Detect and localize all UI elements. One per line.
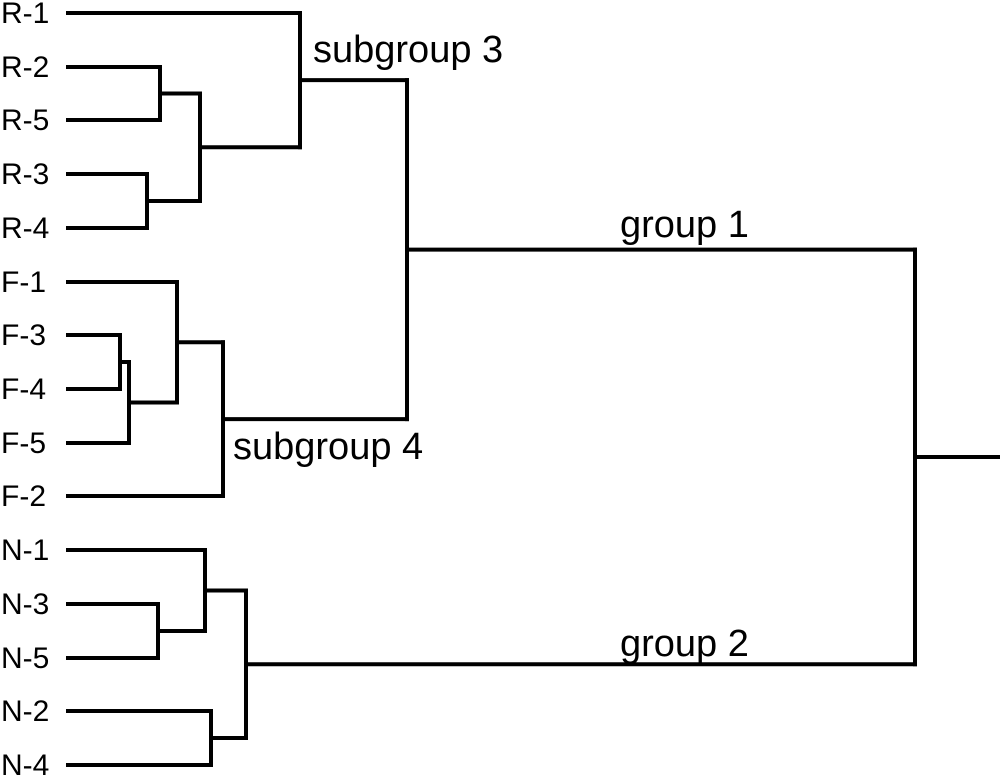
leaf-label-r-1: R-1 [1,0,50,30]
cluster-label-subgroup-3: subgroup 3 [313,29,504,71]
leaf-label-n-5: N-5 [1,642,50,675]
leaf-label-f-1: F-1 [1,266,46,299]
cluster-label-subgroup-4: subgroup 4 [233,426,424,468]
cluster-label-group-2: group 2 [620,623,749,665]
leaf-label-f-2: F-2 [1,480,46,513]
leaf-label-r-4: R-4 [1,212,50,245]
leaf-label-n-3: N-3 [1,588,50,621]
leaf-label-f-5: F-5 [1,427,46,460]
leaf-label-n-2: N-2 [1,695,50,728]
leaf-label-r-2: R-2 [1,51,50,84]
leaf-label-n-1: N-1 [1,534,50,567]
cluster-label-group-1: group 1 [620,204,749,246]
leaf-label-n-4: N-4 [1,749,50,778]
leaf-label-r-3: R-3 [1,158,50,191]
leaf-label-r-5: R-5 [1,104,50,137]
leaf-label-f-3: F-3 [1,319,46,352]
leaf-label-f-4: F-4 [1,373,46,406]
